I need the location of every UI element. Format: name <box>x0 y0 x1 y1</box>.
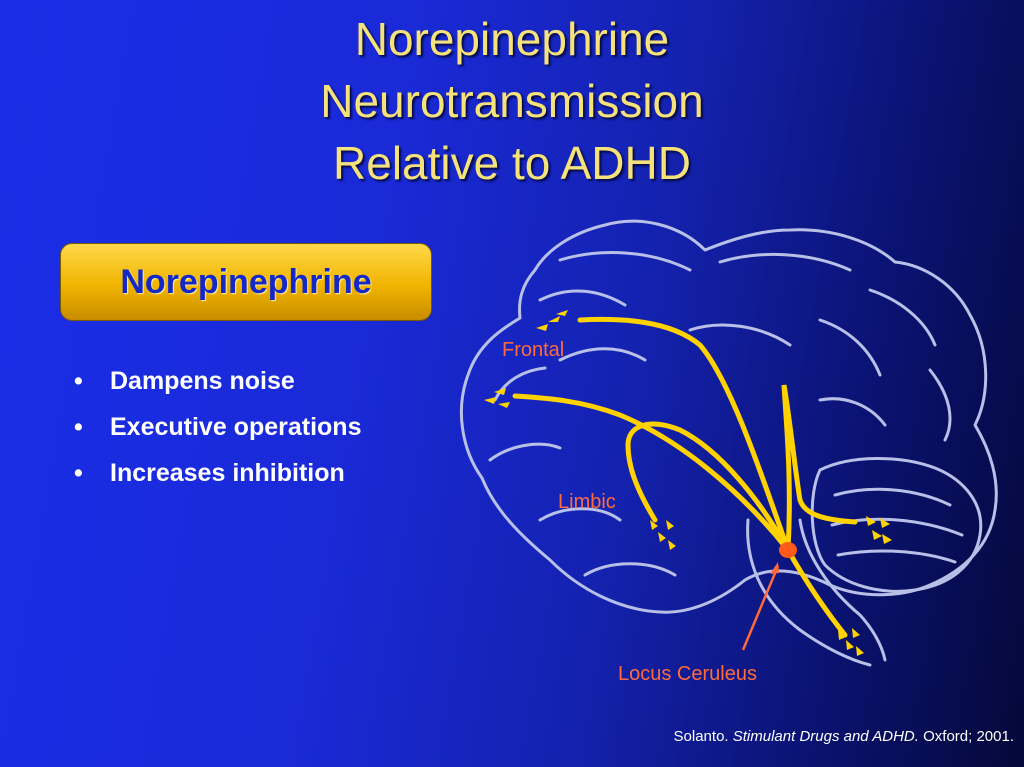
arrowhead-frontal-lower <box>494 388 506 395</box>
arrowhead-limbic <box>658 532 666 542</box>
norepinephrine-pathways <box>512 316 858 638</box>
frontal-pathway-upper <box>577 316 791 553</box>
arrowhead-cerebellar <box>880 518 890 528</box>
norepinephrine-badge: Norepinephrine <box>60 243 432 321</box>
title-line-3: Relative to ADHD <box>333 137 691 189</box>
fold <box>868 288 937 347</box>
cerebrum-outline <box>459 219 998 614</box>
arrowhead-spinal <box>856 646 864 656</box>
fold <box>718 252 852 272</box>
arrowhead-limbic <box>666 520 674 530</box>
bullet-item: Dampens noise <box>70 358 361 404</box>
limbic-pathway <box>625 421 791 553</box>
slide-title: Norepinephrine Neurotransmission Relativ… <box>180 8 844 194</box>
arrowhead-frontal-upper <box>548 316 560 322</box>
locus-ceruleus-dot <box>779 542 797 558</box>
bullet-item: Increases inhibition <box>70 450 361 496</box>
arrowhead-limbic <box>668 540 676 550</box>
arrowhead-cerebellar <box>866 516 876 526</box>
locus-ceruleus-pointer <box>741 565 780 651</box>
fold <box>818 318 882 377</box>
label-frontal: Frontal <box>502 339 564 361</box>
cerebellum-fold <box>833 487 952 507</box>
fold <box>928 368 952 442</box>
arrowhead-spinal <box>846 640 854 650</box>
fold <box>558 251 692 272</box>
citation: Solanto. Stimulant Drugs and ADHD. Oxfor… <box>674 728 1014 745</box>
locus-pointer-arrowhead <box>770 562 779 574</box>
arrowhead-spinal <box>838 630 846 640</box>
badge-label: Norepinephrine <box>120 262 372 301</box>
fold <box>488 442 562 462</box>
arrowhead-frontal-lower <box>484 397 496 404</box>
arrowhead-limbic <box>650 520 658 530</box>
cerebellar-pathway <box>781 384 858 553</box>
spinal-pathway <box>785 547 848 638</box>
bullet-list: Dampens noise Executive operations Incre… <box>70 358 361 496</box>
citation-author: Solanto. <box>673 728 729 745</box>
arrowheads <box>484 310 892 656</box>
fold <box>538 507 622 522</box>
cerebellum-fold <box>836 549 957 564</box>
label-locus-ceruleus: Locus Ceruleus <box>618 663 757 685</box>
fold <box>558 347 647 362</box>
bullet-item: Executive operations <box>70 404 361 450</box>
brainstem-outline <box>798 518 887 662</box>
title-line-2: Neurotransmission <box>320 75 704 127</box>
label-limbic: Limbic <box>558 491 616 513</box>
fold <box>818 397 887 427</box>
brainstem-outline <box>746 518 872 667</box>
frontal-pathway-lower <box>512 393 791 553</box>
fold <box>493 366 547 402</box>
arrowhead-frontal-lower <box>498 402 510 408</box>
arrowhead-spinal <box>852 628 860 638</box>
arrowhead-frontal-upper <box>536 324 548 331</box>
arrowhead-cerebellar <box>882 534 892 544</box>
cerebellum-outline <box>810 457 983 593</box>
title-line-1: Norepinephrine <box>354 13 670 65</box>
arrowhead-frontal-upper <box>556 310 568 316</box>
citation-work: Stimulant Drugs and ADHD. <box>732 728 919 745</box>
brain-outline <box>459 219 998 667</box>
arrowhead-cerebellar <box>872 530 882 540</box>
fold <box>538 289 627 307</box>
fold <box>688 323 792 347</box>
citation-publisher: Oxford; 2001. <box>923 728 1014 745</box>
fold <box>583 562 677 577</box>
